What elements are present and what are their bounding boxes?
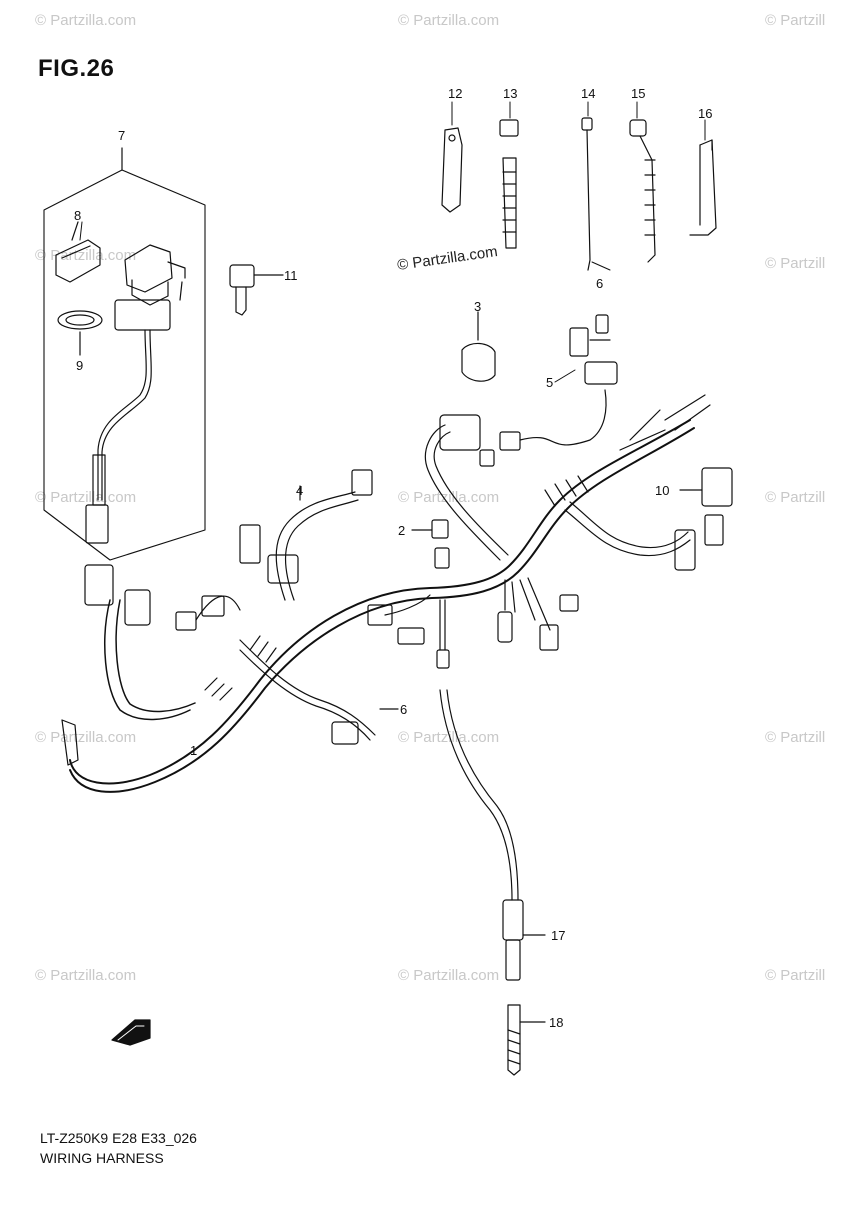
key (229, 264, 284, 316)
clamp-part-3 (461, 311, 496, 382)
callout-12: 10 (655, 483, 669, 498)
watermark-layer: © Partzilla.com © Partzilla.com © Partzi… (35, 12, 825, 984)
watermark: © Partzill (765, 729, 825, 746)
ignition-switch-assembly (43, 147, 206, 561)
callout-10: 17 (551, 928, 565, 943)
sensor-part-10 (439, 689, 546, 981)
leader-lines (79, 101, 706, 383)
watermark: © Partzill (765, 255, 825, 272)
callout-14: 12 (448, 86, 462, 101)
callout-15: 13 (503, 86, 517, 101)
callout-3: 3 (474, 299, 481, 314)
callout-6: 6 (400, 702, 407, 717)
tie-part-17 (629, 119, 656, 263)
watermark: © Partzilla.com (35, 247, 136, 264)
front-direction-arrow-icon (111, 1019, 151, 1046)
figure-name: WIRING HARNESS (40, 1150, 164, 1166)
callout-1: 1 (190, 743, 197, 758)
band-part-15 (499, 119, 519, 249)
callout-4: 4 (296, 483, 303, 498)
center-junction (367, 577, 579, 669)
spark-plug-part-11 (507, 1004, 546, 1076)
callout-16: 14 (581, 86, 595, 101)
watermark: © Partzilla.com (35, 967, 136, 984)
callout-18: 16 (698, 106, 712, 121)
main-wiring-harness (61, 419, 695, 793)
callout-6-top: 6 (596, 276, 603, 291)
watermark-dark: © Partzilla.com (396, 243, 498, 274)
right-branch (564, 394, 733, 571)
tie-part-16 (581, 117, 593, 271)
callout-8: 8 (74, 208, 81, 223)
watermark: © Partzilla.com (398, 967, 499, 984)
clamp-part-14 (441, 127, 463, 213)
upper-branch (424, 314, 618, 561)
callout-13: 11 (284, 268, 298, 283)
coupler-part-2 (411, 519, 450, 569)
figure-code: LT-Z250K9 E28 E33_026 (40, 1130, 197, 1146)
callout-17: 15 (631, 86, 645, 101)
callout-labels: 12 13 14 15 16 7 8 11 6 3 9 5 4 10 2 6 1… (74, 86, 712, 1030)
watermark: © Partzilla.com (398, 489, 499, 506)
watermark: © Partzilla.com (398, 729, 499, 746)
watermark: © Partzilla.com (35, 729, 136, 746)
callout-5: 5 (546, 375, 553, 390)
figure-title: FIG.26 (38, 55, 115, 82)
watermark: © Partzilla.com (398, 12, 499, 29)
watermark: © Partzill (765, 489, 825, 506)
watermark: © Partzill (765, 12, 825, 29)
callout-2: 2 (398, 523, 405, 538)
callout-11: 18 (549, 1015, 563, 1030)
callout-9: 9 (76, 358, 83, 373)
watermark: © Partzill (765, 967, 825, 984)
watermark: © Partzilla.com (35, 489, 136, 506)
watermark: © Partzilla.com (35, 12, 136, 29)
clip-part-18 (689, 139, 717, 236)
callout-7: 7 (118, 128, 125, 143)
